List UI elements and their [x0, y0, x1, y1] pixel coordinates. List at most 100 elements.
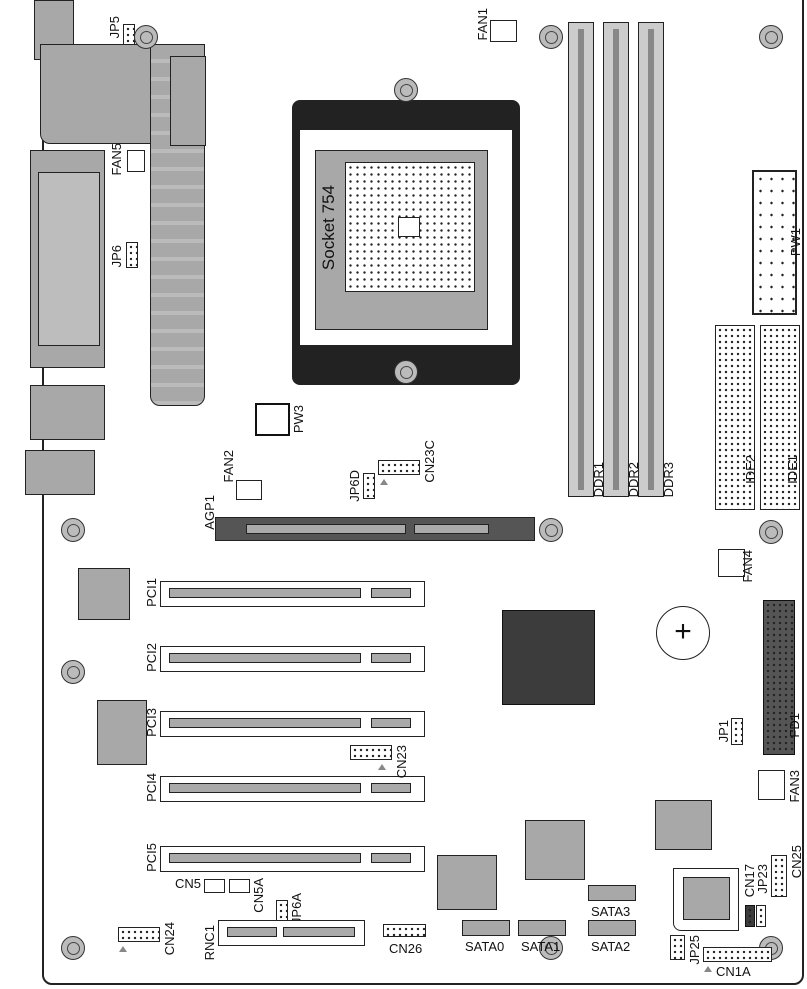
sata-port-sata0[interactable] — [462, 920, 510, 936]
label-fd1: FD1 — [787, 713, 802, 738]
sata-port-sata2[interactable] — [588, 920, 636, 936]
chip — [97, 700, 147, 765]
label-cn5: CN5 — [175, 876, 202, 891]
ide-connector-ide1[interactable] — [760, 325, 800, 510]
chip — [655, 800, 712, 850]
fan-connector-fan2 — [236, 480, 262, 500]
label-fan2: FAN2 — [221, 450, 236, 483]
dimm-slot-ddr2[interactable] — [603, 22, 629, 497]
header-cn24 — [118, 927, 160, 942]
socket-retention-hole — [394, 78, 418, 102]
pin1-marker-icon — [380, 479, 388, 485]
chipset — [502, 610, 595, 705]
io-block — [25, 450, 95, 495]
label-pci1: PCI1 — [144, 578, 159, 607]
mounting-hole — [539, 25, 563, 49]
dimm-slot-ddr3[interactable] — [638, 22, 664, 497]
parallel-port-body — [38, 172, 100, 346]
riser-slot-rnc1[interactable] — [218, 920, 365, 946]
chip — [683, 877, 730, 920]
floppy-connector-fd1[interactable] — [763, 600, 795, 755]
socket-pin-grid — [345, 162, 475, 292]
fan-connector-fan5 — [127, 150, 145, 172]
label-pci4: PCI4 — [144, 773, 159, 802]
header-cn25 — [771, 855, 787, 897]
pci-slot-pci4[interactable] — [160, 776, 425, 802]
header-cn26 — [383, 924, 426, 937]
label-ddr2: DDR2 — [626, 462, 641, 498]
label-pci5: PCI5 — [144, 843, 159, 872]
mounting-hole — [61, 518, 85, 542]
jumper-jp6 — [126, 242, 138, 268]
label-ddr3: DDR3 — [661, 462, 676, 498]
label-cn5a: CN5A — [251, 878, 266, 913]
pin1-marker-icon — [704, 966, 712, 972]
pci-slot-pci1[interactable] — [160, 581, 425, 607]
label-jp25: JP25 — [687, 935, 702, 965]
label-jp23: JP23 — [755, 864, 770, 894]
ide-connector-ide2[interactable] — [715, 325, 755, 510]
label-sata3: SATA3 — [591, 904, 631, 919]
label-cn26: CN26 — [389, 941, 423, 956]
dimm-slot-ddr1[interactable] — [568, 22, 594, 497]
sata-port-sata1[interactable] — [518, 920, 566, 936]
header-cn23c — [378, 460, 420, 475]
jumper-jp6d — [363, 473, 375, 499]
label-cn1a: CN1A — [716, 964, 751, 979]
label-sata1: SATA1 — [521, 939, 561, 954]
chip — [525, 820, 585, 880]
label-ide1: IDE1 — [785, 455, 800, 484]
label-cn23: CN23 — [394, 745, 409, 779]
label-jp5: JP5 — [107, 16, 122, 39]
pci-slot-pci5[interactable] — [160, 846, 425, 872]
mounting-hole — [759, 25, 783, 49]
jumper-jp5 — [123, 24, 135, 48]
fan-connector-fan4 — [718, 549, 745, 577]
label-pci2: PCI2 — [144, 643, 159, 672]
socket-center — [398, 217, 420, 237]
mounting-hole — [61, 660, 85, 684]
pin1-marker-icon — [378, 764, 386, 770]
label-pw3: PW3 — [291, 405, 306, 434]
pin1-marker-icon — [119, 946, 127, 952]
label-ddr1: DDR1 — [591, 462, 606, 498]
jumper-jp25 — [670, 935, 685, 960]
chip — [437, 855, 497, 910]
label-fan5: FAN5 — [109, 143, 124, 176]
fan-connector-fan1 — [490, 20, 517, 42]
label-sata2: SATA2 — [591, 939, 631, 954]
pci-slot-pci2[interactable] — [160, 646, 425, 672]
jumper-jp23 — [756, 905, 766, 927]
label-cn25: CN25 — [789, 845, 804, 879]
power-connector-pw3 — [255, 403, 290, 436]
power-connector-pw1 — [752, 170, 797, 315]
socket-retention-hole — [394, 360, 418, 384]
chip — [78, 568, 130, 620]
label-jp1: JP1 — [716, 720, 731, 743]
label-cn23c: CN23C — [422, 440, 437, 483]
mounting-hole — [539, 518, 563, 542]
header-cn23 — [350, 745, 392, 760]
connector-cn5a — [229, 879, 250, 893]
mounting-hole — [759, 520, 783, 544]
label-sata0: SATA0 — [465, 939, 505, 954]
label-pw1: PW1 — [788, 228, 803, 257]
label-fan1: FAN1 — [475, 8, 490, 41]
socket-label: Socket 754 — [319, 185, 338, 271]
jumper-jp1 — [731, 718, 743, 745]
header-cn17 — [745, 905, 755, 927]
sata-port-sata3[interactable] — [588, 885, 636, 901]
label-rnc1: RNC1 — [202, 925, 217, 961]
label-ide2: IDE2 — [743, 455, 758, 484]
mounting-hole — [134, 25, 158, 49]
io-block — [30, 385, 105, 440]
label-cn24: CN24 — [162, 922, 177, 956]
pci-slot-pci3[interactable] — [160, 711, 425, 737]
heatsink-block — [170, 56, 206, 146]
label-fan4: FAN4 — [740, 550, 755, 583]
agp-slot[interactable] — [215, 517, 535, 541]
fan-connector-fan3 — [758, 770, 785, 800]
label-jp6d: JP6D — [347, 470, 362, 502]
label-fan3: FAN3 — [787, 770, 802, 803]
connector-cn5 — [204, 879, 225, 893]
